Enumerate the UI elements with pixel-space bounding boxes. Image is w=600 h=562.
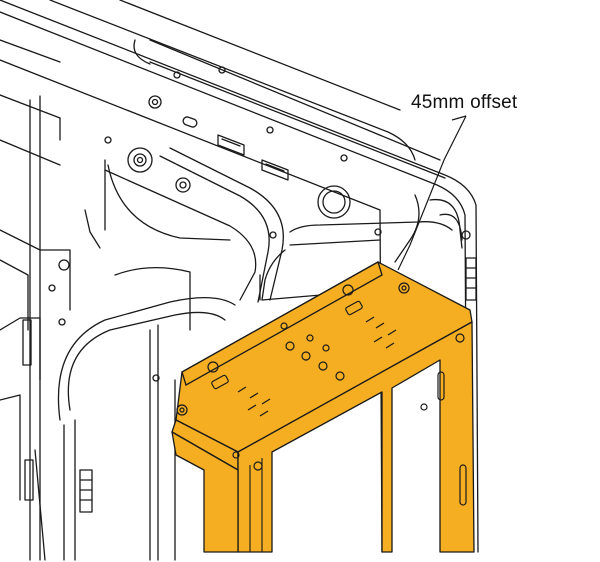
usb-a-port-1 (217, 134, 245, 156)
inner-drive-cage (0, 229, 71, 501)
power-button (317, 185, 351, 219)
case-top-panel (0, 0, 479, 553)
offset-drive-bracket (171, 261, 475, 553)
audio-jack (148, 95, 162, 109)
case-front-frame (0, 95, 284, 561)
usb-c-port (182, 116, 198, 128)
case-rear-corner (79, 194, 477, 513)
rear-vent (465, 257, 477, 301)
case-front-panel (34, 221, 453, 561)
front-io-ports (127, 95, 351, 219)
bracket-left-leg (171, 431, 239, 553)
side-vent (79, 469, 93, 513)
usb-a-port-2 (261, 159, 289, 181)
callout-leader-line (397, 115, 467, 271)
offset-callout-label: 45mm offset (411, 92, 518, 113)
screw-holes (48, 66, 382, 382)
